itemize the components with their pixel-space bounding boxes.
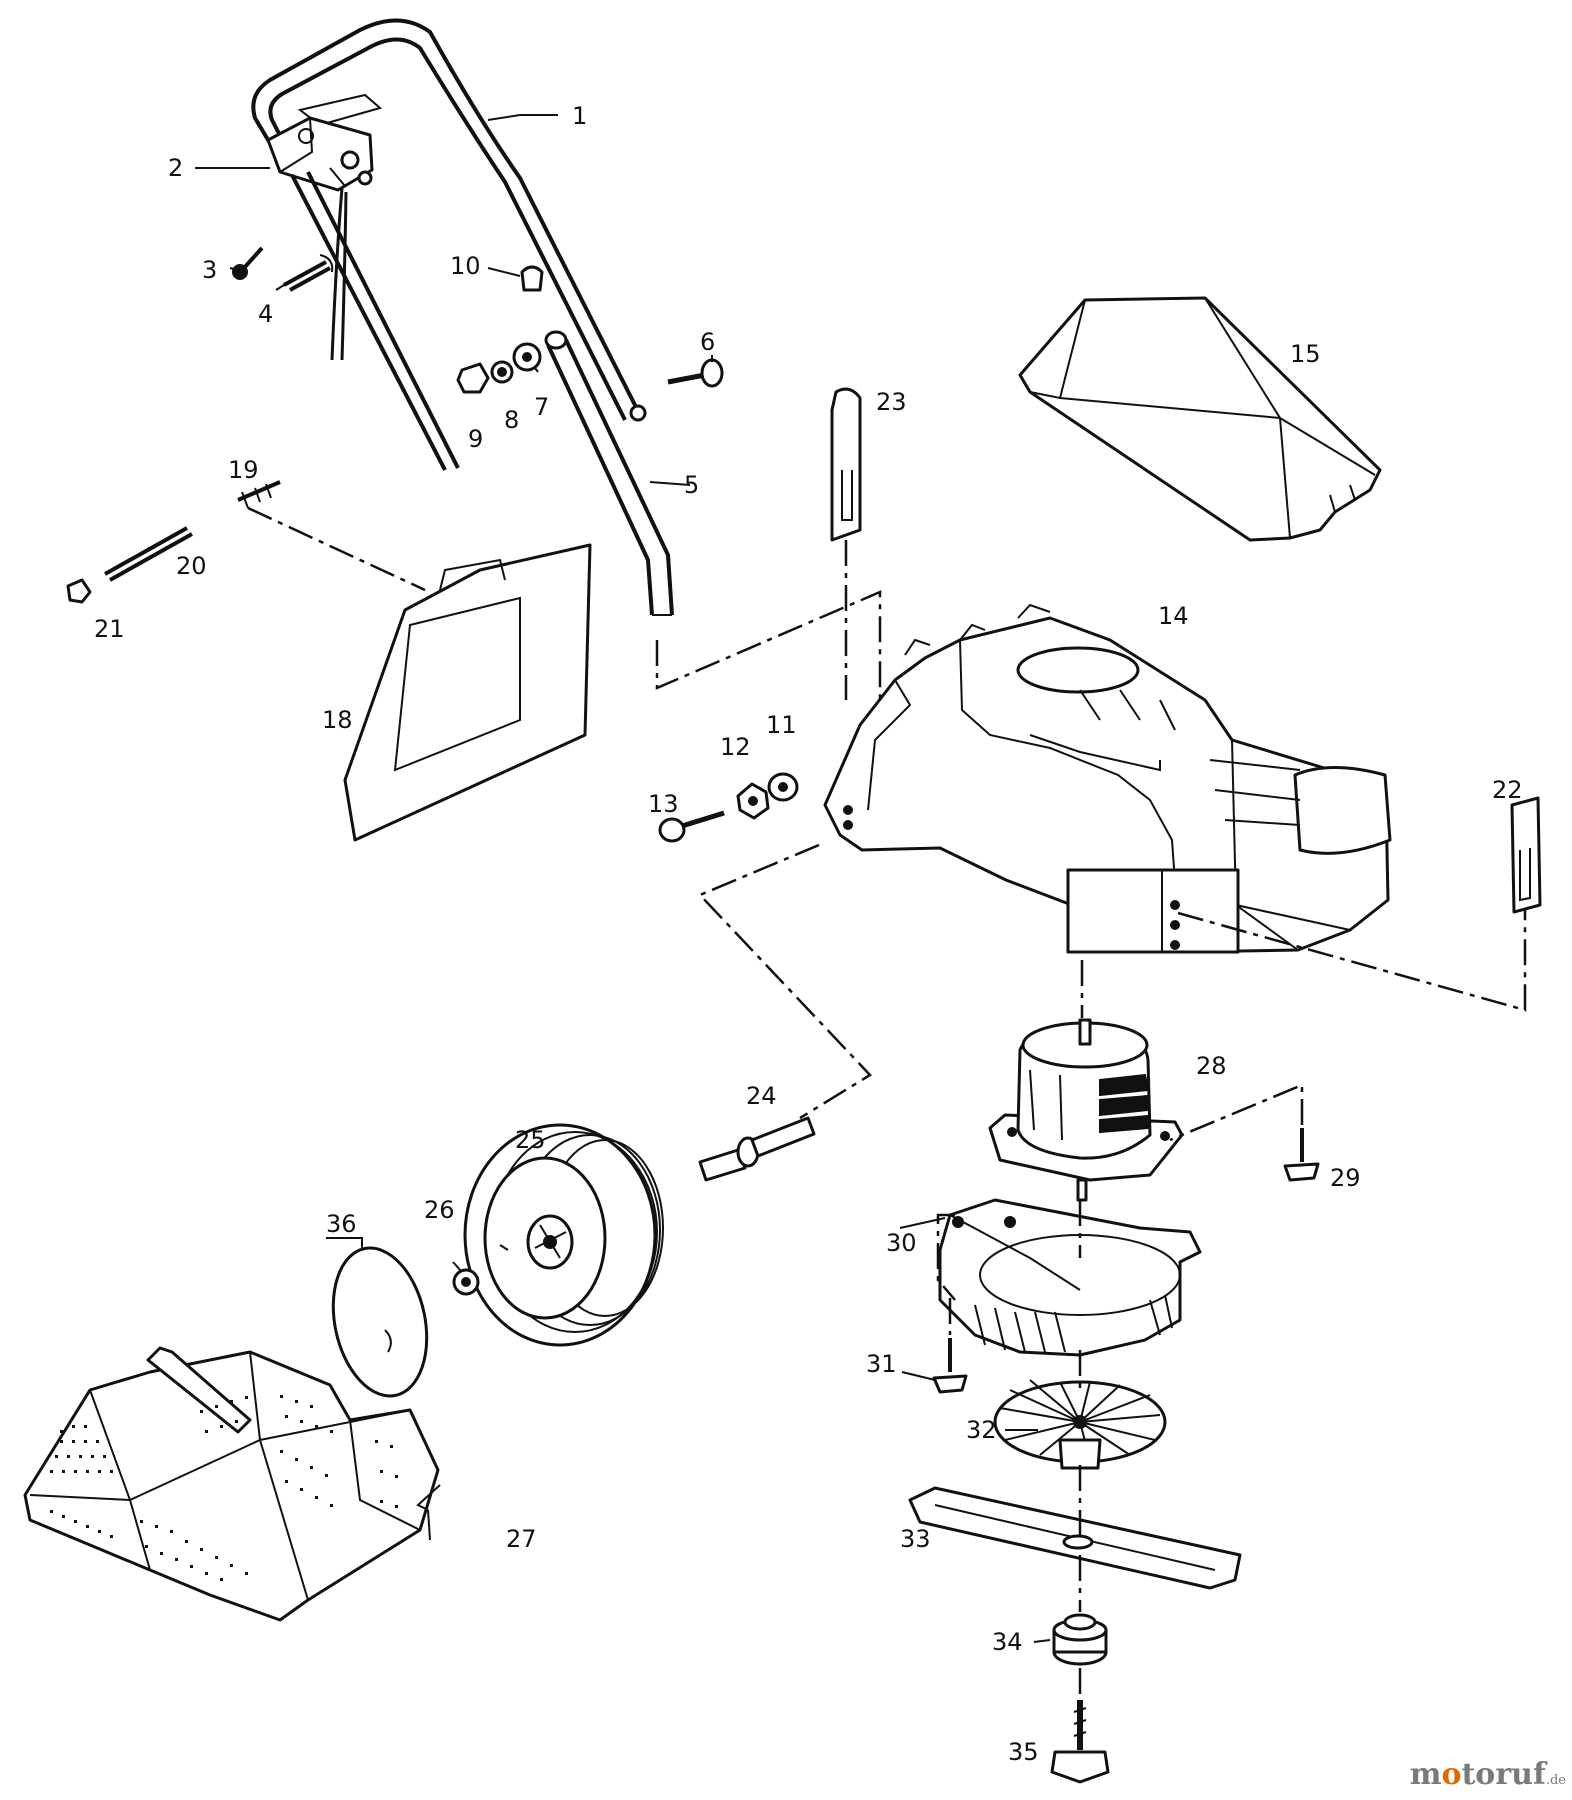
label-10: 10 (450, 252, 481, 280)
label-5: 5 (684, 471, 699, 499)
part-6-handle-bolt (667, 358, 724, 388)
part-12-star-nut (736, 782, 770, 820)
label-8: 8 (504, 406, 519, 434)
part-11-washer (767, 772, 799, 802)
part-5-lower-handle (544, 330, 674, 616)
part-7-washer (512, 342, 542, 372)
part-20-rod (104, 526, 193, 582)
part-4-cable-clip (283, 254, 334, 292)
watermark-logo: motoruf.de (1410, 1757, 1566, 1792)
part-26-washer (452, 1268, 480, 1296)
part-2-switch-box (266, 116, 374, 192)
label-29: 29 (1330, 1164, 1361, 1192)
label-4: 4 (258, 300, 273, 328)
part-14-deck-housing (823, 603, 1392, 954)
part-34-blade-nut (1052, 1613, 1108, 1666)
part-30-cutter-housing (938, 1198, 1202, 1357)
label-35: 35 (1008, 1738, 1039, 1766)
part-35-blade-bolt (1050, 1700, 1110, 1784)
watermark-accent-letter: o (1441, 1757, 1462, 1792)
label-20: 20 (176, 552, 207, 580)
part-27-grass-catcher (23, 1346, 440, 1622)
part-1-upper-handle (251, 18, 647, 422)
assembly-lines (247, 506, 1527, 1700)
label-12: 12 (720, 733, 751, 761)
label-19: 19 (228, 456, 259, 484)
label-24: 24 (746, 1082, 777, 1110)
watermark-domain-suffix: .de (1545, 1773, 1566, 1788)
part-29-screw (1283, 1128, 1320, 1182)
label-2: 2 (168, 154, 183, 182)
label-22: 22 (1492, 776, 1523, 804)
label-25: 25 (515, 1126, 546, 1154)
watermark-text-start: m (1409, 1757, 1442, 1792)
part-32-fan (993, 1379, 1167, 1470)
part-labels: 1 2 3 4 5 6 7 8 9 10 11 12 13 14 15 18 1… (94, 102, 1523, 1766)
part-21-rod-cap (66, 578, 92, 604)
part-18-rear-flap (343, 543, 592, 842)
part-13-bolt (658, 810, 725, 843)
label-7: 7 (534, 393, 549, 421)
label-33: 33 (900, 1525, 931, 1553)
label-31: 31 (866, 1350, 897, 1378)
label-28: 28 (1196, 1052, 1227, 1080)
label-26: 26 (424, 1196, 455, 1224)
label-23: 23 (876, 388, 907, 416)
part-9-nut (456, 362, 490, 394)
part-3-screw (232, 246, 264, 280)
label-1: 1 (572, 102, 587, 130)
part-19-spring (237, 480, 281, 509)
label-13: 13 (648, 790, 679, 818)
label-14: 14 (1158, 602, 1189, 630)
label-9: 9 (468, 425, 483, 453)
part-15-top-cover (1018, 296, 1382, 542)
label-34: 34 (992, 1628, 1023, 1656)
part-36-hub-cap (331, 1246, 429, 1398)
part-33-blade (908, 1486, 1242, 1590)
label-6: 6 (700, 328, 715, 356)
label-32: 32 (966, 1416, 997, 1444)
part-22-clip (1510, 796, 1542, 914)
watermark-text-rest: toruf (1461, 1757, 1546, 1792)
label-15: 15 (1290, 340, 1321, 368)
part-25-wheel (463, 1123, 664, 1347)
label-11: 11 (766, 711, 797, 739)
label-27: 27 (506, 1525, 537, 1553)
part-8-lock-washer (490, 360, 514, 384)
leader-lines (195, 114, 1051, 1643)
part-31-screw (932, 1338, 968, 1394)
label-30: 30 (886, 1229, 917, 1257)
label-18: 18 (322, 706, 353, 734)
label-3: 3 (202, 256, 217, 284)
lower-handle-tube-left (290, 171, 460, 471)
part-10-cap-nut (520, 265, 544, 292)
label-36: 36 (326, 1210, 357, 1238)
part-24-axle (698, 1116, 816, 1182)
part-28-motor (988, 1018, 1184, 1202)
label-21: 21 (94, 615, 125, 643)
part-23-clip (830, 387, 862, 542)
